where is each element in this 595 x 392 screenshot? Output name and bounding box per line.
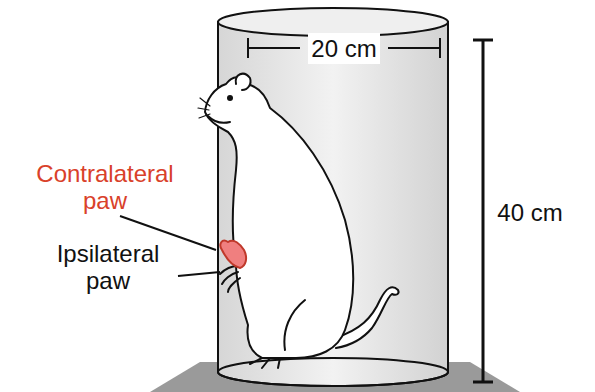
part-label: Contralateral paw <box>12 160 198 214</box>
ipsilateral-paw-shape <box>220 266 240 292</box>
rat-eye <box>227 95 233 101</box>
leader-line <box>178 272 220 276</box>
height-dimension <box>473 40 493 382</box>
contralateral-paw-shape <box>220 241 246 268</box>
rat-ear <box>236 74 251 90</box>
rat-whiskers <box>198 98 210 118</box>
rat-body <box>205 77 353 358</box>
dimension-label: 20 cm <box>308 33 379 64</box>
dimension-label: 40 cm <box>494 197 565 228</box>
rat <box>198 74 399 368</box>
rat-mouth <box>208 116 230 123</box>
part-label: Ipsilateral paw <box>40 240 176 294</box>
rat-hind-leg <box>250 300 305 368</box>
